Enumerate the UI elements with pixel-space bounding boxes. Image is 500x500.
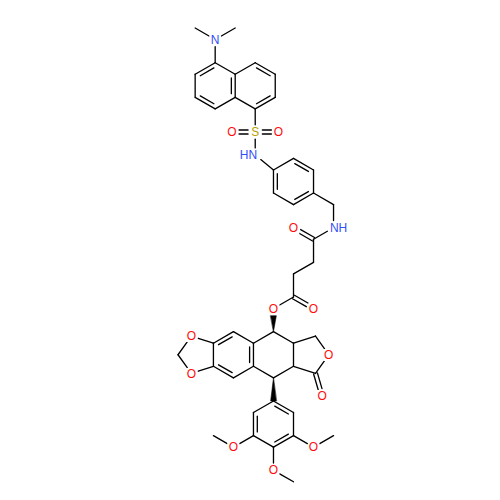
single-bond (253, 401, 273, 413)
single-bond (178, 342, 187, 355)
nitrogen-label: HN (239, 149, 258, 161)
aromatic-inner-bond (295, 192, 309, 200)
double-bond (314, 374, 319, 390)
aromatic-inner-bond (257, 416, 258, 432)
single-bond (280, 297, 294, 305)
aromatic-inner-bond (256, 68, 270, 76)
single-bond (293, 343, 294, 366)
oxygen-label: O (308, 441, 319, 453)
single-bond (233, 366, 253, 378)
single-bond (280, 474, 294, 482)
single-bond (215, 63, 235, 75)
single-bond (273, 158, 293, 170)
single-bond (320, 436, 334, 444)
single-bond (313, 239, 314, 262)
single-bond (273, 332, 293, 344)
single-bond (195, 74, 196, 97)
aromatic-bond (253, 413, 254, 436)
single-bond (273, 366, 293, 378)
oxygen-label: O (288, 222, 299, 234)
double-bond (294, 295, 308, 303)
wedge-bond (271, 316, 277, 332)
aromatic-inner-bond (275, 406, 289, 414)
single-bond (294, 366, 316, 373)
single-bond (275, 74, 276, 97)
aromatic-inner-bond (277, 174, 278, 190)
oxygen-label: O (228, 441, 239, 453)
double-bond (239, 133, 248, 134)
double-bond (301, 230, 315, 238)
single-bond (293, 274, 294, 297)
aromatic-inner-bond (231, 78, 232, 94)
single-bond (253, 366, 273, 378)
oxygen-label: O (186, 368, 197, 380)
single-bond (294, 436, 308, 444)
single-bond (273, 193, 293, 205)
single-bond (198, 366, 213, 371)
single-bond (261, 160, 274, 170)
double-bond (262, 129, 271, 130)
oxygen-label: O (268, 303, 279, 315)
single-bond (255, 109, 256, 125)
double-bond (299, 233, 313, 241)
oxygen-label: O (308, 303, 319, 315)
single-bond (233, 332, 253, 344)
single-bond (235, 97, 255, 109)
single-bond (314, 193, 334, 205)
single-bond (221, 28, 235, 36)
aromatic-bond (253, 343, 254, 366)
oxygen-label: O (268, 464, 279, 476)
nitrogen-label: NH (329, 222, 348, 234)
single-bond (178, 355, 187, 368)
aromatic-bond (235, 74, 236, 97)
single-bond (195, 28, 209, 36)
wedge-bond (271, 378, 277, 401)
single-bond (313, 170, 314, 193)
single-bond (333, 205, 334, 221)
double-bond (317, 373, 322, 389)
single-bond (294, 262, 314, 274)
oxygen-label: O (226, 126, 237, 138)
double-bond (293, 299, 307, 307)
nitrogen-label: N (210, 34, 221, 46)
aromatic-inner-bond (256, 96, 270, 104)
single-bond (255, 139, 256, 148)
oxygen-label: O (323, 349, 334, 361)
single-bond (215, 47, 216, 63)
oxygen-label: O (273, 126, 284, 138)
aromatic-inner-bond (219, 365, 233, 373)
oxygen-label: O (316, 390, 327, 402)
single-bond (316, 336, 325, 349)
single-bond (198, 338, 213, 343)
single-bond (213, 343, 214, 366)
aromatic-inner-bond (275, 434, 289, 442)
aromatic-bond (273, 170, 274, 193)
single-bond (213, 436, 227, 444)
single-bond (215, 97, 235, 109)
single-bond (240, 436, 254, 444)
bond-group (178, 28, 334, 482)
single-bond (273, 447, 274, 463)
oxygen-label: O (186, 330, 197, 342)
sulfur-label: S (250, 126, 260, 138)
single-bond (316, 361, 325, 374)
double-bond (239, 129, 248, 130)
aromatic-inner-bond (219, 337, 233, 345)
double-bond (262, 133, 271, 134)
aromatic-inner-bond (200, 96, 214, 104)
single-bond (253, 436, 273, 448)
aromatic-inner-bond (249, 347, 250, 363)
aromatic-inner-bond (295, 164, 309, 172)
single-bond (294, 336, 316, 343)
single-bond (253, 332, 273, 344)
single-bond (314, 231, 328, 239)
aromatic-inner-bond (200, 68, 214, 76)
single-bond (293, 413, 294, 436)
single-bond (235, 63, 255, 75)
